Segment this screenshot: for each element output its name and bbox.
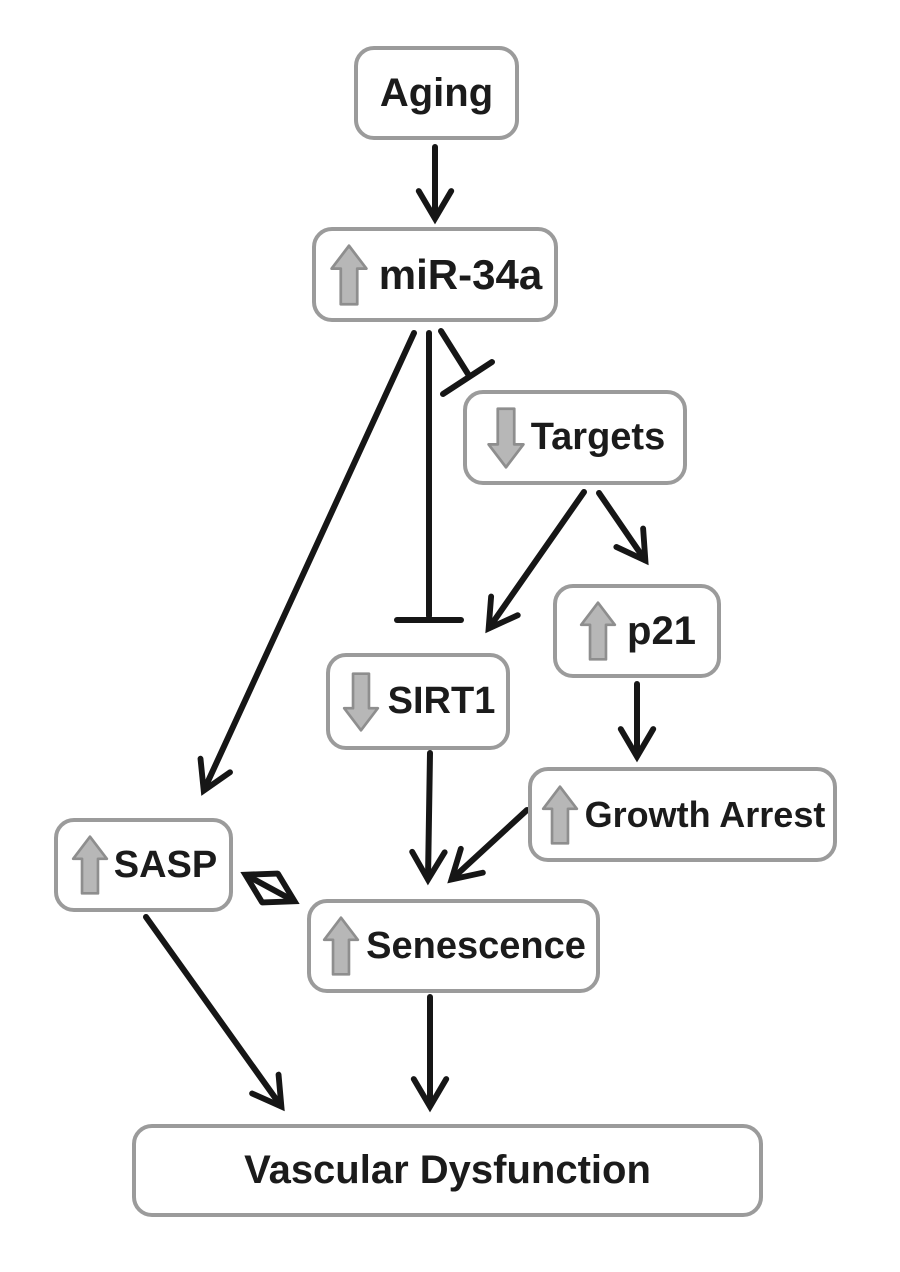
edge-mir34a-to-sasp bbox=[197, 330, 417, 796]
node-label: Senescence bbox=[366, 924, 586, 967]
up-arrow-icon bbox=[71, 835, 108, 895]
node-label: Growth Arrest bbox=[584, 793, 826, 835]
node-label: p21 bbox=[627, 608, 696, 653]
node-targets: Targets bbox=[463, 390, 687, 485]
node-label: SIRT1 bbox=[387, 680, 496, 722]
node-label: SASP bbox=[113, 843, 218, 886]
node-label: Vascular Dysfunction bbox=[244, 1148, 651, 1192]
up-arrow-icon bbox=[322, 916, 360, 976]
node-sirt1: SIRT1 bbox=[326, 653, 510, 750]
edge-targets-to-p21 bbox=[596, 490, 649, 566]
up-arrow-icon bbox=[579, 601, 617, 661]
node-mir34a: miR-34a bbox=[312, 227, 558, 322]
node-label: Targets bbox=[530, 416, 666, 458]
up-arrow-icon bbox=[330, 243, 368, 306]
node-label: miR-34a bbox=[378, 250, 543, 298]
node-aging: Aging bbox=[354, 46, 519, 140]
edge-growth-arrest-to-senescence bbox=[447, 807, 530, 884]
down-arrow-icon bbox=[342, 671, 379, 732]
node-label: Aging bbox=[379, 70, 494, 115]
down-arrow-icon bbox=[487, 406, 525, 469]
node-vascular-dysfunction: Vascular Dysfunction bbox=[132, 1124, 763, 1217]
node-p21: p21 bbox=[553, 584, 721, 678]
node-growth-arrest: Growth Arrest bbox=[528, 767, 837, 862]
edge-sasp-to-vascular-dysfunction bbox=[143, 914, 285, 1112]
node-senescence: Senescence bbox=[307, 899, 600, 993]
edge-targets-to-sirt1 bbox=[485, 489, 587, 634]
edge-mir34a-to-sirt1-inhibition bbox=[394, 330, 464, 623]
edge-sasp-senescence-bidirectional bbox=[240, 870, 300, 906]
edge-mir34a-to-targets-inhibition bbox=[438, 328, 495, 397]
up-arrow-icon bbox=[541, 784, 578, 845]
edge-sirt1-to-senescence bbox=[409, 750, 448, 886]
node-sasp: SASP bbox=[54, 818, 233, 912]
